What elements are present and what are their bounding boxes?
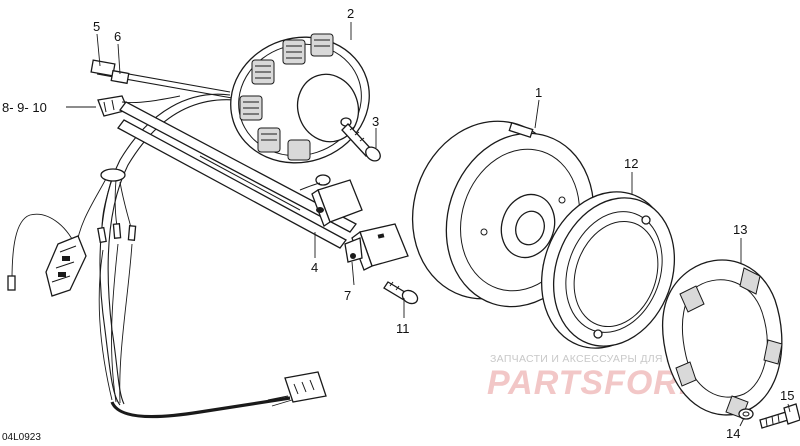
sensor-7 — [344, 223, 409, 271]
stator-coils — [239, 33, 334, 161]
harness-tube-4 — [117, 101, 357, 249]
harness-connector-bottom — [267, 371, 327, 407]
screw-3 — [341, 123, 381, 162]
bolt-15 — [759, 403, 800, 429]
connector-group-upper-left — [90, 59, 233, 117]
callout-6: 6 — [114, 29, 121, 44]
callout-4: 4 — [311, 260, 318, 275]
callout-15: 15 — [780, 388, 794, 403]
callout-13: 13 — [733, 222, 747, 237]
callout-7: 7 — [344, 288, 351, 303]
connector-5 — [90, 59, 116, 77]
wiring-harness — [7, 93, 327, 419]
callout-14: 14 — [726, 426, 740, 441]
harness-connector-left — [45, 235, 87, 297]
screw-11 — [383, 281, 419, 305]
callout-12: 12 — [624, 156, 638, 171]
callout-5: 5 — [93, 19, 100, 34]
callout-3: 3 — [372, 114, 379, 129]
starter-pulley — [540, 191, 676, 349]
harness-clamp — [100, 168, 126, 182]
callout-1: 1 — [535, 85, 542, 100]
diagram-code: 04L0923 — [2, 432, 41, 443]
callout-numbers: 1 2 3 4 5 6 7 8- 9- 10 11 12 13 14 15 — [2, 6, 794, 441]
washer-14 — [738, 408, 754, 420]
leader-lines — [66, 22, 791, 427]
callout-2: 2 — [347, 6, 354, 21]
connector-6 — [110, 69, 130, 85]
trigger-coil-sensor — [299, 174, 363, 227]
callout-11: 11 — [396, 321, 410, 336]
stator — [230, 33, 370, 164]
sensor-tip — [7, 275, 16, 291]
callout-8-9-10: 8- 9- 10 — [2, 100, 47, 115]
